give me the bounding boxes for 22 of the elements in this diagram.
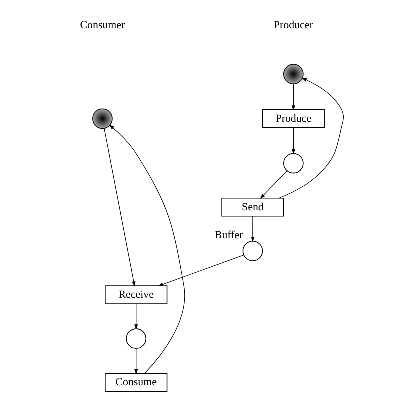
node-label: Buffer: [214, 229, 243, 242]
node-circle: [282, 153, 304, 174]
label: Producer: [273, 19, 313, 32]
node-box: Consume: [104, 373, 168, 392]
arrow: [291, 128, 295, 155]
arrow: [260, 171, 287, 199]
arrow: [158, 254, 244, 286]
arrow: [104, 128, 136, 287]
arrow: [250, 216, 254, 242]
label: Consumer: [80, 19, 125, 32]
node-marked-circle: [282, 64, 304, 84]
arrow: [278, 78, 344, 199]
node-box: Send: [221, 198, 284, 217]
node-box: Receive: [104, 286, 168, 304]
arrow: [134, 348, 138, 375]
arrow: [291, 84, 295, 111]
arrow: [134, 304, 138, 330]
arrow: [108, 124, 185, 374]
node-box: Produce: [262, 110, 324, 128]
node-circle: [126, 328, 146, 350]
node-marked-circle: [92, 108, 112, 130]
node-circle: [242, 241, 263, 262]
